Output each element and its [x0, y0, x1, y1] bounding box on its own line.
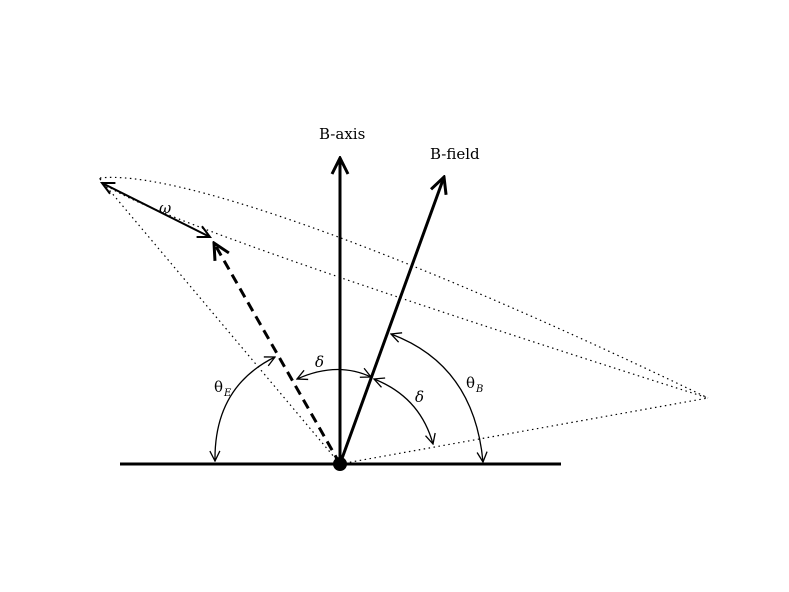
theta-e-subscript: E — [223, 388, 232, 399]
delta-right-arc — [374, 379, 433, 444]
b-axis-label: B-axis — [319, 125, 365, 143]
theta-e-symbol: θ — [214, 378, 223, 396]
b-field-arrow — [338, 177, 444, 465]
precession-cone-ellipse — [99, 176, 709, 399]
omega-label: ω — [159, 199, 171, 217]
delta-right-label: δ — [415, 388, 424, 406]
theta-b-label: θ B — [466, 374, 483, 395]
e-vector-dashed-arrow — [214, 243, 342, 465]
origin-point — [333, 457, 347, 471]
cone-edge-right — [339, 397, 709, 465]
theta-b-subscript: B — [475, 384, 483, 395]
delta-upper-label: δ — [315, 353, 324, 371]
theta-e-label: θ E — [214, 378, 232, 399]
theta-e-arc — [215, 357, 275, 461]
cone-edge-left — [99, 178, 341, 465]
delta-upper-arc — [297, 369, 371, 379]
theta-b-arc — [391, 334, 483, 462]
omega-arrow — [102, 183, 210, 237]
theta-b-symbol: θ — [466, 374, 475, 392]
b-field-label: B-field — [430, 145, 480, 163]
